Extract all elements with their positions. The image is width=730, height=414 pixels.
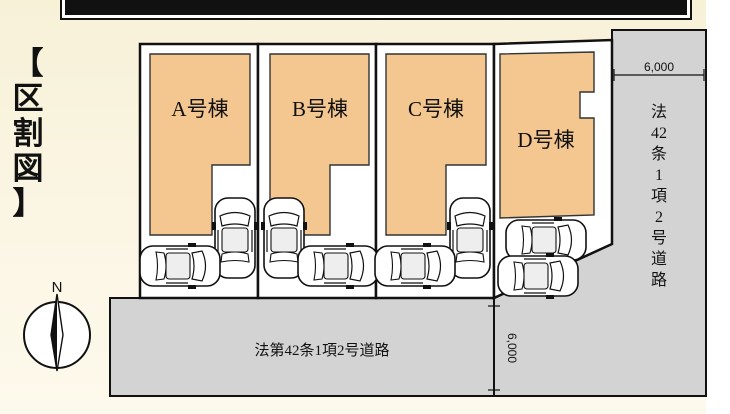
compass-north-label: N — [52, 279, 63, 296]
side-road-label: 法 42 条 1 項 2 号 道 路 — [646, 102, 672, 291]
north-compass-icon: N — [23, 279, 91, 372]
front-road-label: 法第42条1項2号道路 — [254, 341, 389, 359]
side-road-label-char: 条 — [650, 146, 667, 163]
front-road-width-label: 6,000 — [505, 333, 519, 363]
lot-d-label: D号棟 — [517, 128, 574, 152]
section-title-bracket-open: 【 — [12, 46, 44, 81]
side-road-label-char: 項 — [650, 188, 667, 205]
side-road-width-label: 6,000 — [644, 60, 674, 74]
lot-a-label: A号棟 — [171, 97, 228, 121]
section-title-char-2: 割 — [12, 116, 44, 151]
side-road-label-char: 道 — [650, 251, 667, 268]
building-d — [499, 51, 595, 219]
building-c — [385, 53, 487, 236]
section-title-char-1: 区 — [12, 81, 44, 116]
side-road-label-char: 1 — [655, 167, 663, 184]
side-road-label-char: 法 — [650, 104, 667, 121]
side-road-label-char: 2 — [655, 209, 663, 226]
header-banner — [60, 0, 692, 20]
side-road-label-char: 路 — [650, 272, 667, 289]
side-road-label-char: 号 — [650, 230, 667, 247]
lot-c-label: C号棟 — [408, 97, 464, 121]
car-icon — [374, 242, 456, 290]
car-icon — [497, 252, 579, 300]
building-a — [149, 53, 251, 236]
right-margin — [706, 0, 730, 414]
car-icon — [297, 242, 379, 290]
lot-b-label: B号棟 — [292, 97, 348, 121]
section-title: 【 区 割 図 】 — [10, 46, 46, 221]
compass-needle-half — [51, 294, 57, 371]
section-title-bracket-close: 】 — [12, 186, 44, 221]
section-title-char-3: 図 — [12, 151, 44, 186]
side-road-label-char: 42 — [651, 125, 667, 142]
car-icon — [139, 242, 221, 290]
